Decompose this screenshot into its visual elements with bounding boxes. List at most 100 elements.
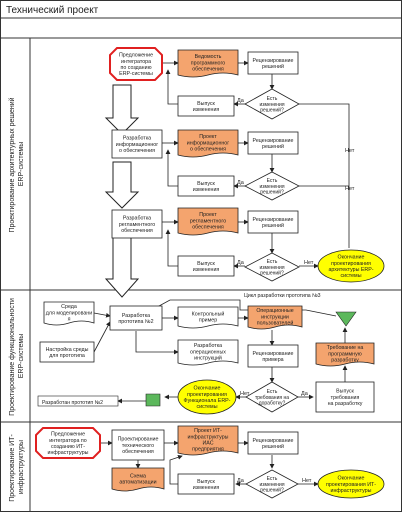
process-shape [177,473,235,495]
decision-shape [244,171,300,201]
swimlanes: Проектирование архитектурных решений ERP… [0,38,402,512]
diagram-title: Технический проект [6,5,99,16]
octagon-shape [109,47,163,81]
doc-shape [177,339,239,366]
terminator-shape [317,249,385,283]
doc-shape [177,306,239,329]
lane-label-infrastructure: Проектирование ИТ- инфраструктуры [9,432,25,502]
doc-orange-shape [247,305,303,330]
lane-label-functionality: Проектирование функциональности ERP-сист… [9,296,25,416]
process-shape [111,129,163,159]
process-shape [247,131,299,155]
edge-label-yes: Да [237,260,245,266]
process-shape [315,381,375,413]
annotation-prototype-cycle: Цикл разработки прототипа №3 [244,293,321,299]
edge-labels: Да Да Да Нет Нет Нет Нет Да Да Нет [237,98,355,484]
edge-label-yes: Да [301,391,309,397]
edge-label-no: Нет [345,186,355,192]
process-shape [111,209,163,239]
doc-orange-shape [315,342,375,367]
process-shape [39,341,95,363]
doc-orange-shape [177,207,239,236]
process-shape [177,175,235,197]
process-shape [247,210,299,234]
decision-shape [244,88,300,120]
doc-orange-shape [177,425,239,456]
process-shape [177,95,235,117]
lane-label-architecture: Проектирование архитектурных решений ERP… [8,95,25,232]
merge-triangle [335,311,357,327]
octagon-shape [35,427,101,459]
doc-shape [43,301,95,326]
edge-label-no: Нет [302,478,312,484]
annotation-prototype-box [37,395,119,407]
decision-shape [245,469,299,499]
doc-orange-shape [111,467,165,492]
edge-label-no: Нет [345,148,355,154]
edge-label-yes: Да [237,180,245,186]
process-shape [247,51,299,75]
doc-orange-shape [177,49,239,78]
connectors [93,60,350,487]
terminator-shape [177,379,237,415]
